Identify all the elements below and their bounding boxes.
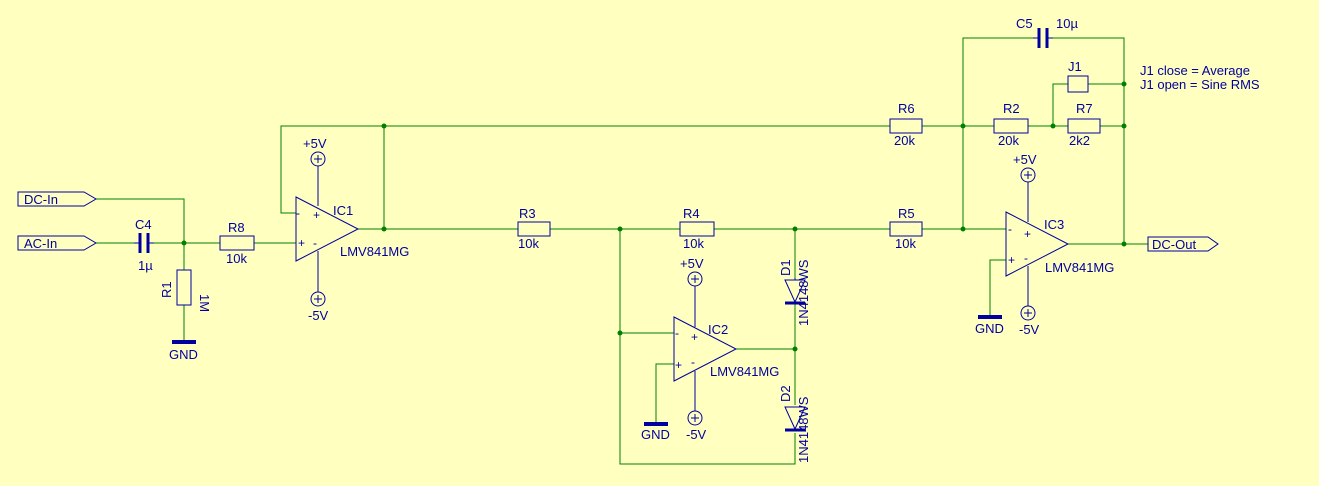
ic1-vpos-label: +5V	[303, 136, 327, 151]
d2-value: 1N4148WS	[796, 396, 811, 463]
r1-value: 1M	[197, 294, 212, 312]
ic1-plus-pin: +	[298, 236, 305, 250]
resistor-r7: R7 2k2	[1067, 101, 1101, 148]
ic2-gnd-label: GND	[641, 427, 670, 442]
resistor-r6: R6 20k	[889, 101, 923, 148]
diode-d1: D1 1N4148WS	[778, 259, 811, 326]
ic1-plus-pin-top: +	[313, 208, 320, 222]
r4-value: 10k	[683, 236, 704, 251]
opamp-ic2: - + + - IC2 LMV841MG	[673, 286, 779, 411]
j1-ref: J1	[1068, 59, 1082, 74]
r8-ref: R8	[228, 220, 245, 235]
r4-ref: R4	[683, 206, 700, 221]
r6-ref: R6	[898, 101, 915, 116]
junction-dots	[181, 81, 1127, 352]
r5-ref: R5	[898, 206, 915, 221]
resistor-r4: R4 10k	[679, 206, 715, 251]
port-dc-in-label: DC-In	[24, 192, 58, 207]
port-dc-out-label: DC-Out	[1152, 237, 1196, 252]
ic2-ref: IC2	[708, 322, 728, 337]
supply-ic1-pos: +5V	[303, 136, 327, 167]
port-ac-in: AC-In	[17, 235, 97, 251]
wires	[96, 37, 1148, 465]
port-ac-in-label: AC-In	[24, 236, 57, 251]
r1-gnd-label: GND	[169, 347, 198, 362]
resistor-r5: R5 10k	[889, 206, 923, 251]
ic1-vneg-label: -5V	[308, 308, 329, 323]
ic3-plus-pin: +	[1008, 253, 1015, 267]
supply-ic3-neg: -5V	[1019, 305, 1040, 337]
port-dc-in: DC-In	[17, 191, 97, 207]
supply-ic3-pos: +5V	[1013, 152, 1037, 183]
supply-ic2-neg: -5V	[686, 410, 707, 442]
ic1-minus-pin-bottom: -	[313, 236, 317, 250]
jumper-j1: J1	[1067, 59, 1089, 93]
note-line-1: J1 close = Average	[1140, 63, 1250, 78]
resistor-r1: R1 1M	[159, 269, 212, 312]
c5-ref: C5	[1016, 16, 1033, 31]
note-line-2: J1 open = Sine RMS	[1140, 77, 1260, 92]
capacitor-c5: C5 10µ	[1016, 16, 1078, 48]
r2-value: 20k	[998, 133, 1019, 148]
ic2-minus-pin: -	[675, 326, 679, 340]
supply-ic1-neg: -5V	[308, 291, 329, 323]
c4-value: 1µ	[138, 258, 153, 273]
r6-value: 20k	[894, 133, 915, 148]
resistor-r8: R8 10k	[219, 220, 255, 266]
opamp-ic1: - + + - IC1 LMV841MG	[295, 166, 409, 292]
diode-d2: D2 1N4148WS	[778, 385, 811, 463]
ic3-vpos-label: +5V	[1013, 152, 1037, 167]
ic2-minus-pin-bottom: -	[691, 355, 695, 369]
ic2-vneg-label: -5V	[686, 427, 707, 442]
resistor-r3: R3 10k	[517, 206, 551, 251]
r3-value: 10k	[518, 236, 539, 251]
ground-r1: GND	[169, 340, 198, 362]
ic2-value: LMV841MG	[710, 364, 779, 379]
r7-value: 2k2	[1069, 133, 1090, 148]
d1-value: 1N4148WS	[796, 259, 811, 326]
r5-value: 10k	[895, 236, 916, 251]
port-dc-out: DC-Out	[1147, 236, 1219, 252]
ic1-minus-pin: -	[296, 206, 300, 220]
ic3-minus-pin: -	[1008, 222, 1012, 236]
ic3-gnd-label: GND	[975, 321, 1004, 336]
ic2-vpos-label: +5V	[680, 256, 704, 271]
ic3-vneg-label: -5V	[1019, 322, 1040, 337]
ic3-minus-pin-bottom: -	[1024, 251, 1028, 265]
c5-value: 10µ	[1056, 16, 1078, 31]
ic2-plus-pin: +	[675, 358, 682, 372]
r7-ref: R7	[1076, 101, 1093, 116]
ic1-value: LMV841MG	[340, 244, 409, 259]
ground-ic3: GND	[975, 315, 1004, 336]
opamp-ic3: - + + - IC3 LMV841MG	[1005, 182, 1114, 306]
r1-ref: R1	[159, 281, 174, 298]
ic3-ref: IC3	[1044, 217, 1064, 232]
c4-ref: C4	[135, 217, 152, 232]
ic2-plus-pin-top: +	[691, 330, 698, 344]
capacitor-c4: C4 1µ	[134, 217, 154, 273]
d2-ref: D2	[778, 385, 793, 402]
ground-ic2: GND	[641, 422, 670, 442]
d1-ref: D1	[778, 259, 793, 276]
r8-value: 10k	[226, 251, 247, 266]
supply-ic2-pos: +5V	[680, 256, 704, 287]
ic3-plus-pin-top: +	[1024, 227, 1031, 241]
resistor-r2: R2 20k	[993, 101, 1029, 148]
ic3-value: LMV841MG	[1045, 260, 1114, 275]
ic1-ref: IC1	[333, 203, 353, 218]
jumper-note: J1 close = Average J1 open = Sine RMS	[1140, 63, 1260, 92]
r2-ref: R2	[1003, 101, 1020, 116]
r3-ref: R3	[519, 206, 536, 221]
